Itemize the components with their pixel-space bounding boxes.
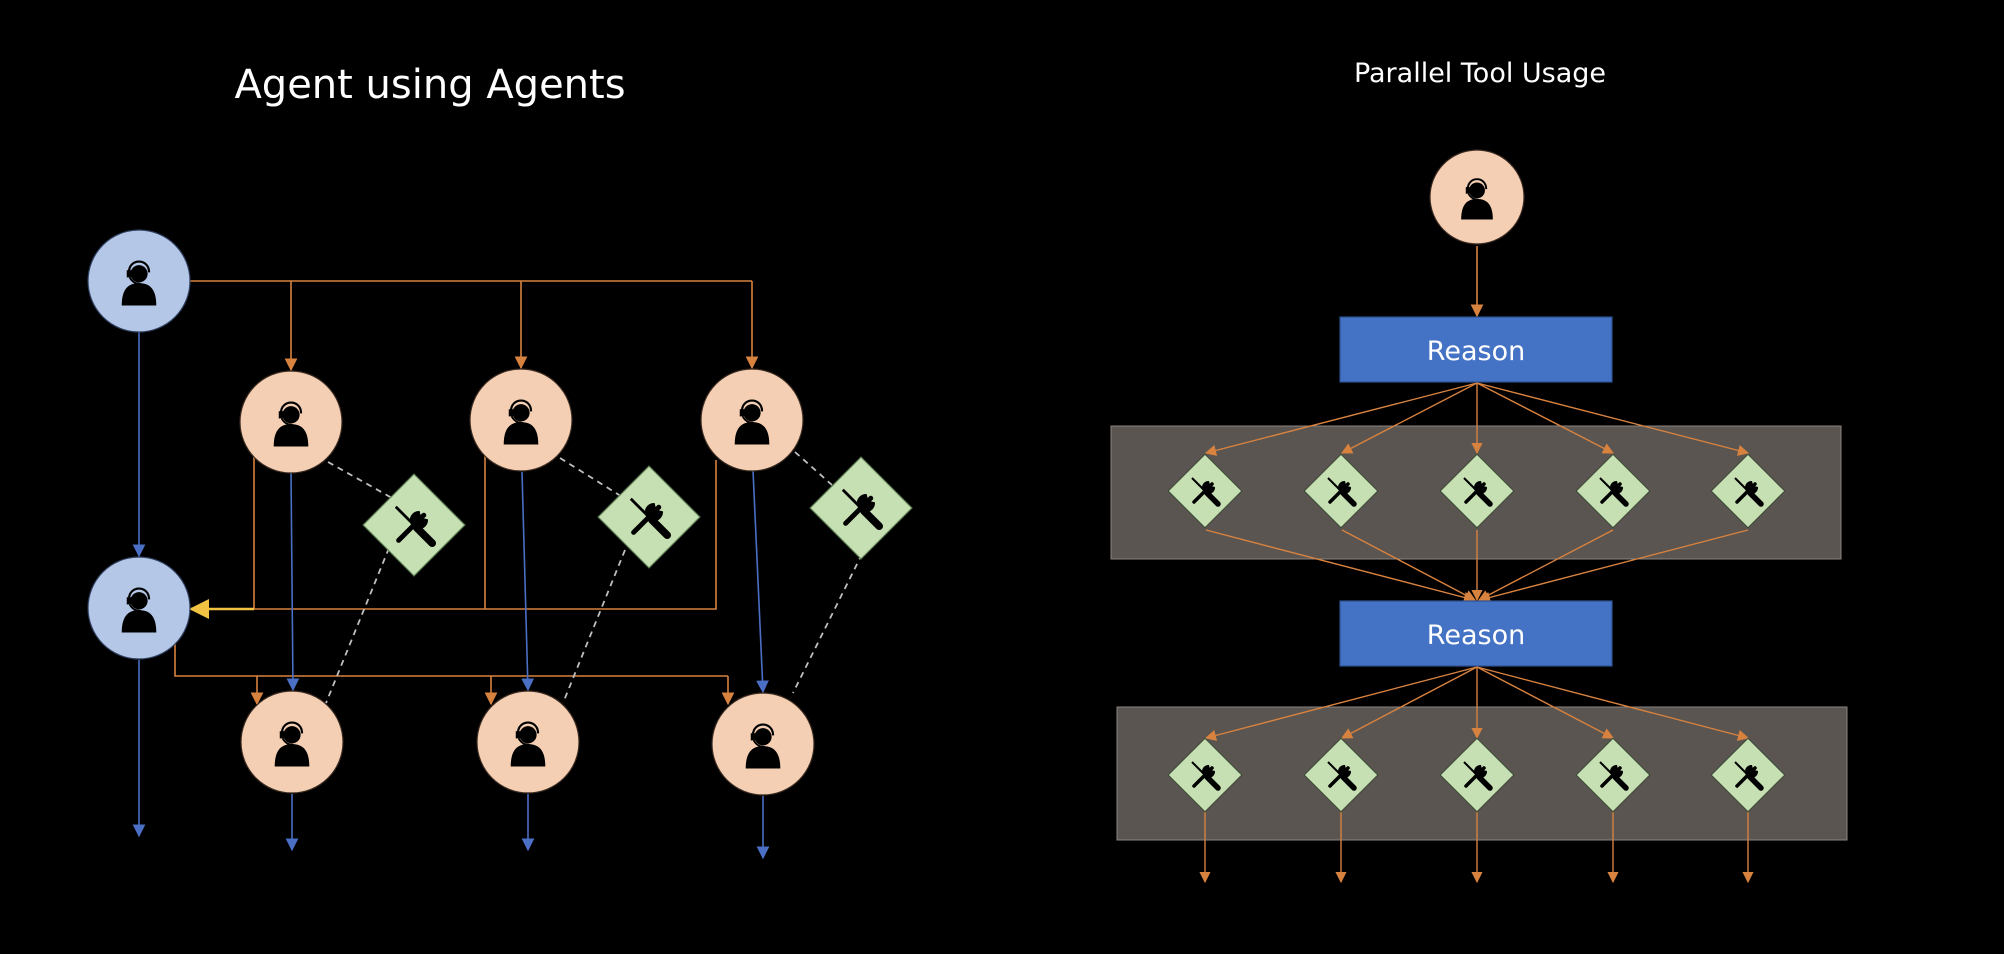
right-diagram: Reason Reason bbox=[1110, 149, 1848, 884]
orange-bus-bottom bbox=[174, 640, 728, 677]
fan-in-arrows bbox=[1205, 529, 1749, 603]
dashed-link bbox=[325, 547, 390, 704]
output-arrows bbox=[1199, 812, 1754, 884]
dashed-link bbox=[794, 451, 833, 486]
reason-box bbox=[1339, 600, 1613, 667]
blue-arrow bbox=[286, 471, 300, 692]
dashed-link bbox=[792, 553, 863, 694]
dashed-link bbox=[562, 549, 626, 704]
left-diagram bbox=[87, 229, 913, 860]
reason-box bbox=[1339, 316, 1613, 383]
dashed-link bbox=[327, 461, 393, 499]
fan-out-arrows-1 bbox=[1204, 382, 1750, 456]
diagram-title-agent-using-agents: Agent using Agents bbox=[234, 62, 626, 108]
blue-arrow bbox=[752, 469, 769, 694]
reason-label: Reason bbox=[1427, 620, 1525, 651]
dashed-link bbox=[559, 457, 625, 499]
blue-arrow bbox=[521, 471, 535, 692]
fan-out-arrows-2 bbox=[1204, 666, 1750, 741]
reason-label: Reason bbox=[1427, 336, 1525, 367]
diagram-title-parallel-tool-usage: Parallel Tool Usage bbox=[1353, 58, 1607, 89]
